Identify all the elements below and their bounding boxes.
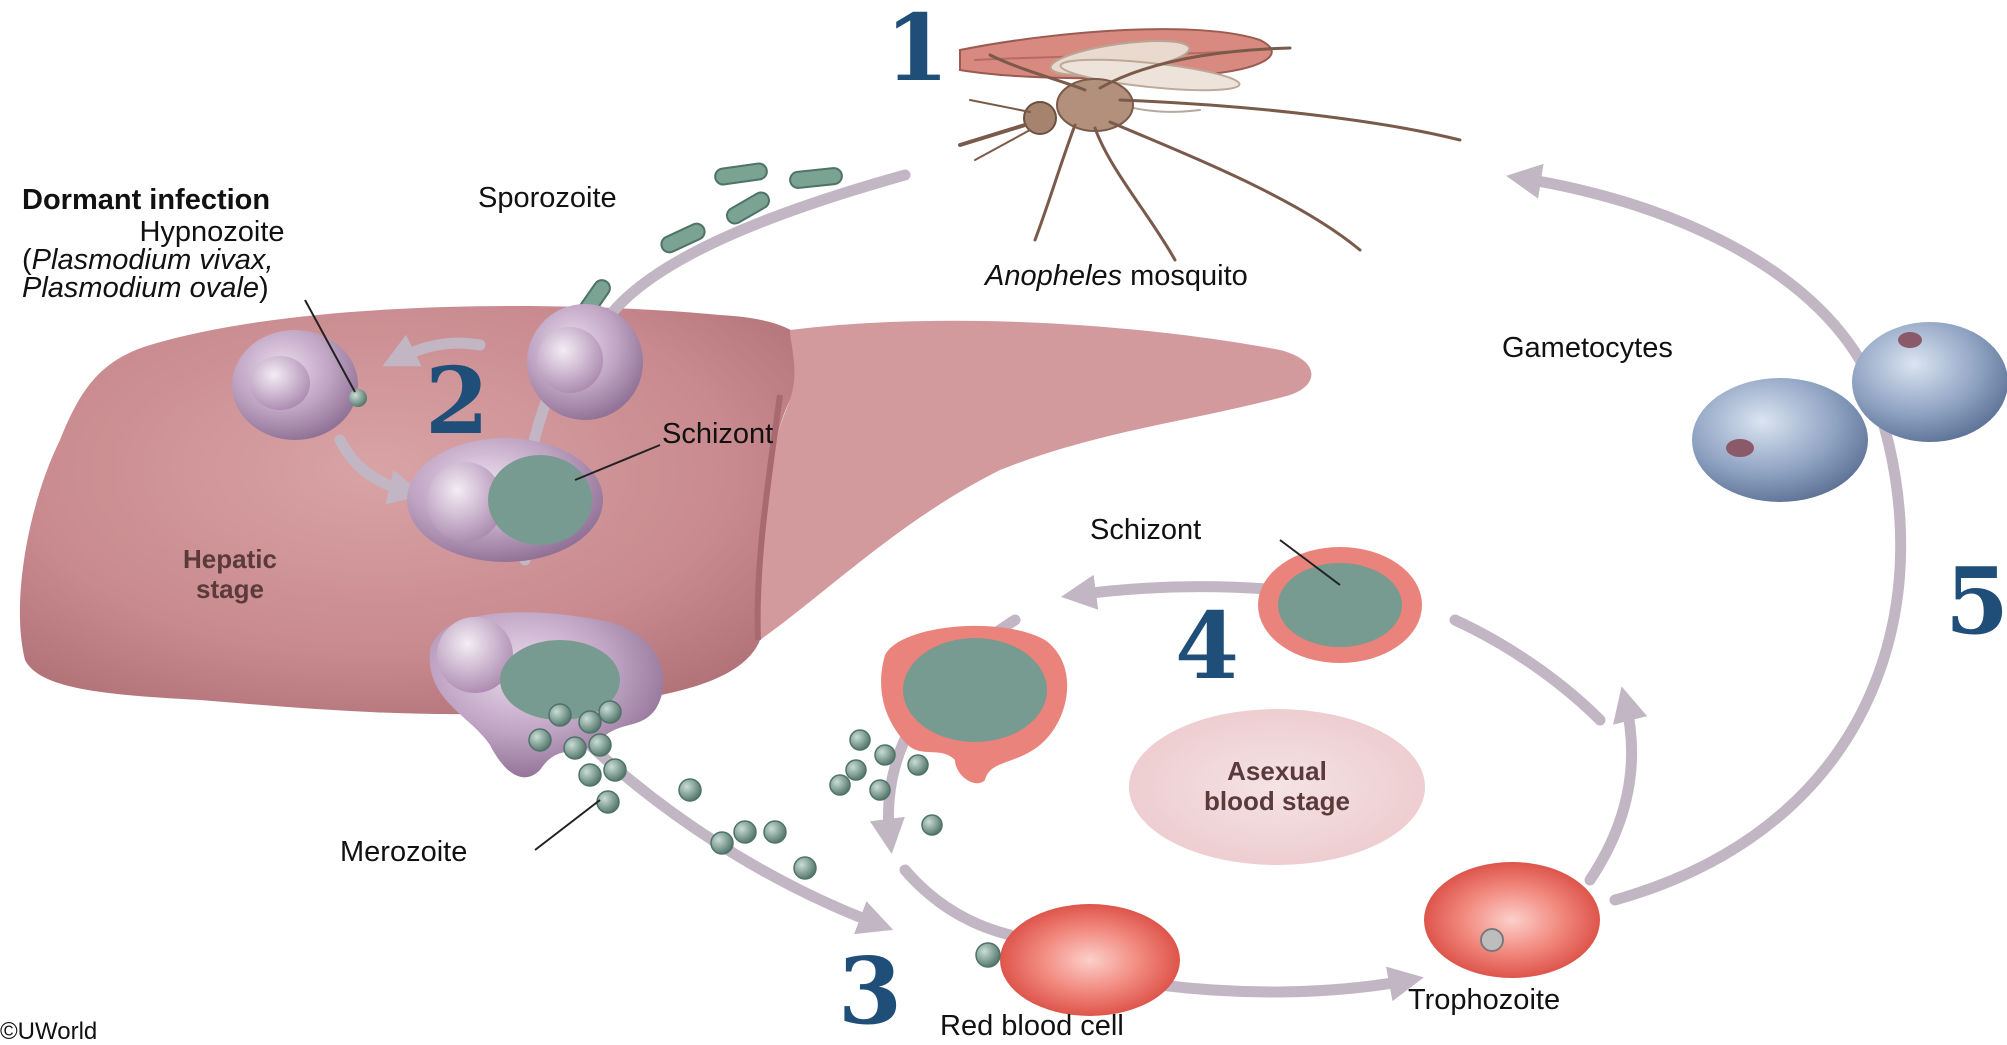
step-number-3: 3 bbox=[838, 945, 902, 1037]
hepatic-schizont bbox=[407, 438, 603, 562]
step-number-4: 4 bbox=[1175, 600, 1239, 692]
hypnozoite-cell bbox=[349, 389, 367, 407]
hypnozoite-label: Hypnozoite bbox=[22, 218, 402, 247]
dormant-infection-title: Dormant infection bbox=[22, 186, 270, 215]
hepatic-stage-label-1: Hepatic bbox=[140, 546, 320, 572]
step-number-5: 5 bbox=[1945, 555, 2007, 647]
asexual-stage-label-2: blood stage bbox=[1130, 788, 1424, 814]
arrow-left-to-rbc bbox=[905, 870, 1010, 935]
blood-schizont bbox=[1258, 547, 1422, 663]
vivax-label: (Plasmodium vivax, bbox=[22, 246, 273, 275]
gametocytes-label: Gametocytes bbox=[1502, 334, 1673, 363]
arrow-big-right-loop bbox=[1520, 178, 1901, 900]
blood-schizont-label: Schizont bbox=[1090, 516, 1201, 545]
arrow-rbc-to-trophozoite bbox=[1160, 980, 1410, 992]
step-number-2: 2 bbox=[425, 355, 489, 447]
step-number-1: 1 bbox=[885, 2, 949, 94]
merozoite-label: Merozoite bbox=[340, 838, 467, 867]
ruptured-hepatocyte bbox=[430, 612, 664, 777]
red-blood-cell-label: Red blood cell bbox=[940, 1012, 1124, 1041]
red-blood-cell bbox=[976, 904, 1180, 1016]
arrow-trophozoite-up bbox=[1590, 700, 1632, 880]
trophozoite-rbc bbox=[1424, 862, 1600, 978]
ovale-label: Plasmodium ovale) bbox=[22, 274, 269, 303]
sporozoite-label: Sporozoite bbox=[478, 184, 617, 213]
liver-schizont-label: Schizont bbox=[662, 420, 773, 449]
liver bbox=[20, 306, 1311, 714]
asexual-stage-label-1: Asexual bbox=[1130, 758, 1424, 784]
anopheles-text: Anopheles bbox=[985, 260, 1122, 292]
copyright-label: ©UWorld bbox=[0, 1020, 97, 1044]
trophozoite-label: Trophozoite bbox=[1408, 986, 1560, 1015]
plasmodium-ovale-text: Plasmodium ovale bbox=[22, 272, 259, 304]
mosquito-label: Anopheles mosquito bbox=[985, 262, 1248, 291]
arrow-schizont-right bbox=[1455, 620, 1600, 720]
mosquito bbox=[960, 29, 1460, 260]
hepatic-stage-label-2: stage bbox=[140, 576, 320, 602]
mosquito-text: mosquito bbox=[1130, 260, 1248, 292]
hepatocyte-entry bbox=[527, 304, 643, 420]
